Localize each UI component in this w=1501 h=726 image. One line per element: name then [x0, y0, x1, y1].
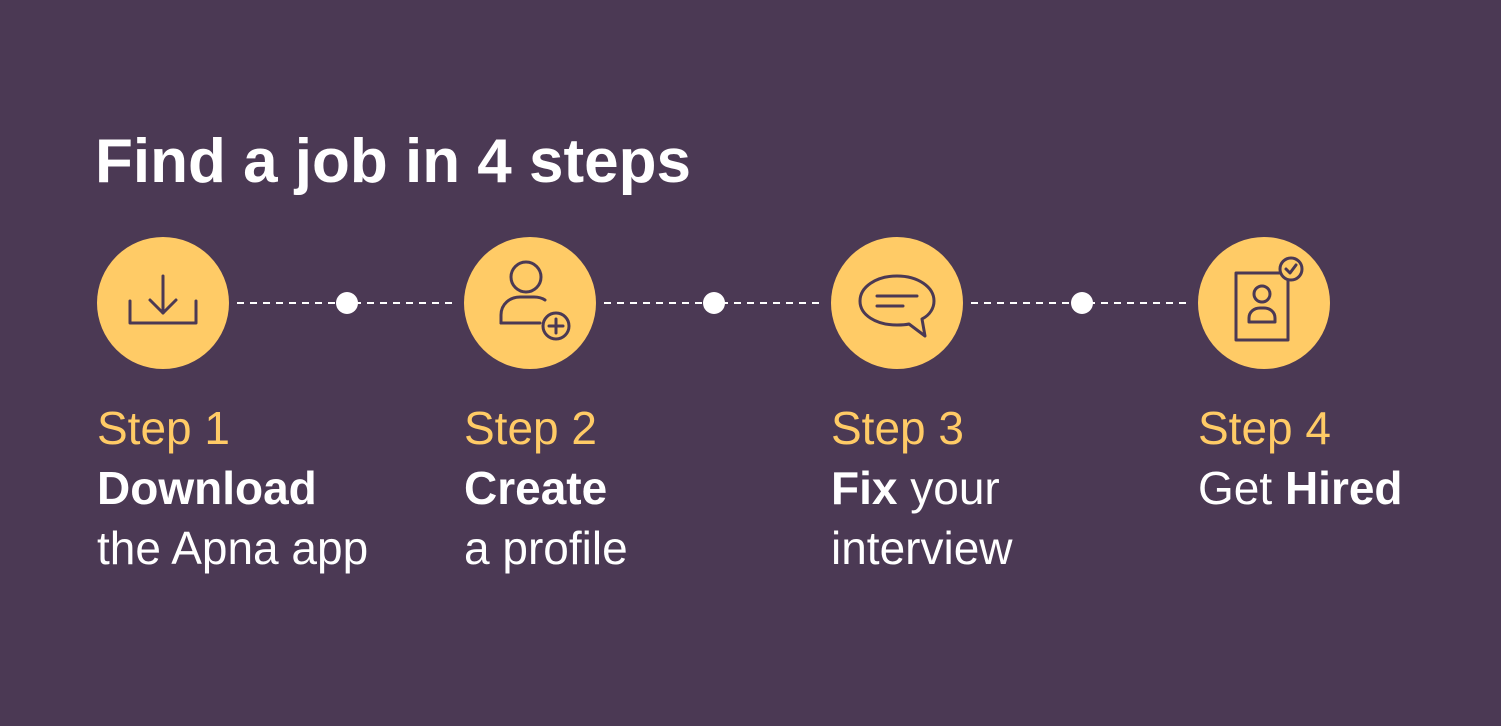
step-1-bold: Download	[97, 462, 317, 514]
step-1-circle	[97, 237, 229, 369]
step-3-circle	[831, 237, 963, 369]
step-3-label: Step 3	[831, 402, 964, 454]
step-1-line-2: the Apna app	[97, 522, 369, 574]
step-4-regular: Get	[1198, 462, 1285, 514]
step-2-line-1: Create	[464, 458, 628, 518]
download-icon	[128, 274, 198, 325]
step-2-label: Step 2	[464, 402, 597, 454]
connector-dot-3	[1071, 292, 1093, 314]
step-3-bold: Fix	[831, 462, 898, 514]
step-3-line-1: Fix your	[831, 458, 1013, 518]
step-4-label: Step 4	[1198, 402, 1331, 454]
step-3-line-2: interview	[831, 522, 1013, 574]
step-2-bold: Create	[464, 462, 608, 514]
step-2-text: Step 2 Create a profile	[464, 398, 628, 578]
add-user-icon	[499, 260, 571, 341]
step-4-text: Step 4 Get Hired	[1198, 398, 1403, 518]
step-1-label: Step 1	[97, 402, 230, 454]
step-2-circle	[464, 237, 596, 369]
step-3-regular: your	[897, 462, 1000, 514]
step-1-text: Step 1 Download the Apna app	[97, 398, 368, 578]
step-1-line-1: Download	[97, 458, 368, 518]
step-4-bold: Hired	[1284, 462, 1403, 514]
step-2-line-2: a profile	[464, 522, 628, 574]
hired-profile-icon	[1234, 256, 1304, 342]
chat-bubble-icon	[858, 274, 936, 338]
connector-dot-2	[703, 292, 725, 314]
step-4-line-1: Get Hired	[1198, 458, 1403, 518]
step-3-text: Step 3 Fix your interview	[831, 398, 1013, 578]
connector-dot-1	[336, 292, 358, 314]
step-4-circle	[1198, 237, 1330, 369]
page-title: Find a job in 4 steps	[95, 127, 691, 196]
